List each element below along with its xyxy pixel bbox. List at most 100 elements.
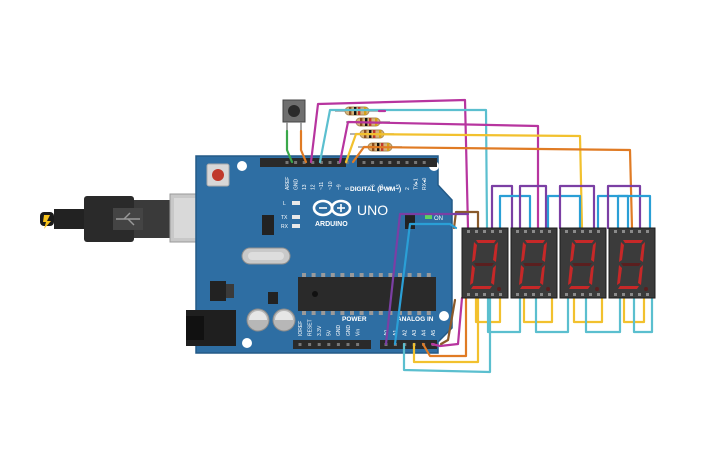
wire xyxy=(572,296,604,324)
dc-power-jack[interactable] xyxy=(186,310,236,346)
pin-label: ~5 xyxy=(379,184,385,190)
analog-pin-label: A2 xyxy=(403,330,409,336)
wire xyxy=(452,210,480,230)
segment xyxy=(570,242,575,262)
header-pin xyxy=(422,161,426,164)
wire xyxy=(309,98,470,230)
power-pin xyxy=(356,343,360,346)
pin-label: ~9 xyxy=(336,184,342,190)
segment xyxy=(471,286,492,289)
power-pin-label: 5V xyxy=(327,329,333,336)
power-pin xyxy=(327,343,331,346)
pin-label: ~6 xyxy=(370,184,376,190)
segment xyxy=(589,265,594,285)
header-pin xyxy=(302,161,306,164)
wire xyxy=(285,129,294,164)
usb-chip xyxy=(262,215,274,235)
wire xyxy=(606,184,642,230)
small-chip xyxy=(405,215,415,229)
seven-segment-display xyxy=(559,227,607,299)
segment xyxy=(640,242,645,262)
wires xyxy=(285,98,654,374)
usb-lightning-icon xyxy=(43,215,51,229)
power-label: POWER xyxy=(342,316,367,323)
power-header xyxy=(293,340,371,349)
seven-segment-display xyxy=(510,227,558,299)
analog-label: ANALOG IN xyxy=(397,316,434,323)
pin-label: RX◂0 xyxy=(422,178,428,190)
power-pin-label: IOREF xyxy=(298,321,304,336)
power-pin-label: Vin xyxy=(355,329,361,336)
header-pin xyxy=(319,161,323,164)
segment xyxy=(591,242,596,262)
wire xyxy=(632,296,654,334)
reset-button[interactable] xyxy=(206,163,230,187)
atmega-microcontroller xyxy=(298,273,436,315)
header-pin xyxy=(388,161,392,164)
on-label: ON xyxy=(434,216,443,222)
digital-label: DIGITAL (PWM~) xyxy=(350,186,401,193)
small-component xyxy=(268,292,278,304)
pin-label: ~3 xyxy=(396,184,402,190)
segment xyxy=(542,242,547,262)
crystal-oscillator xyxy=(241,247,291,265)
mounting-hole xyxy=(237,161,247,171)
wire xyxy=(393,222,458,346)
power-led xyxy=(425,215,432,219)
pin-label: ~10 xyxy=(328,181,334,190)
resistors xyxy=(335,106,402,152)
wire xyxy=(518,184,548,230)
analog-pin-label: A4 xyxy=(421,330,427,336)
segment xyxy=(618,286,639,289)
header-pin xyxy=(294,161,298,164)
header-pin xyxy=(379,161,383,164)
segment xyxy=(568,265,573,285)
status-leds: L TX RX ON xyxy=(281,201,443,230)
wire xyxy=(546,194,582,230)
wire xyxy=(486,296,522,334)
wire xyxy=(318,108,489,230)
capacitors xyxy=(246,308,296,332)
pin-label: 8 xyxy=(345,187,351,190)
brand-label: ARDUINO xyxy=(315,221,348,228)
wire xyxy=(412,296,480,364)
header-pin xyxy=(285,161,289,164)
pin-label: GND xyxy=(293,179,299,191)
power-pin xyxy=(346,343,350,346)
segment xyxy=(521,242,526,262)
digital-pins xyxy=(285,161,426,164)
led-tx-label: TX xyxy=(281,215,288,221)
voltage-regulator xyxy=(210,281,226,301)
seven-segment-displays xyxy=(461,227,656,299)
wire xyxy=(344,132,584,230)
pin-label: 2 xyxy=(405,187,411,190)
wire xyxy=(616,194,652,230)
pin-label: 13 xyxy=(302,184,308,190)
wire xyxy=(299,129,308,164)
pin-label: 4 xyxy=(388,187,394,190)
segment xyxy=(569,286,590,289)
wire xyxy=(498,194,532,230)
wire xyxy=(351,145,634,230)
segment xyxy=(574,240,594,243)
mounting-hole xyxy=(439,311,449,321)
wire xyxy=(490,184,514,230)
analog-pin-label: A5 xyxy=(431,330,437,336)
power-pin xyxy=(308,343,312,346)
push-button[interactable] xyxy=(282,99,306,131)
wire xyxy=(596,194,630,230)
pin-label: AREF xyxy=(285,177,291,190)
segment xyxy=(525,240,545,243)
segment xyxy=(472,242,477,262)
wire xyxy=(338,120,540,230)
header-pin xyxy=(311,161,315,164)
wire xyxy=(430,296,464,348)
header-pin xyxy=(414,161,418,164)
segment xyxy=(520,286,541,289)
power-pin-label: GND xyxy=(336,325,342,337)
wire xyxy=(584,296,622,334)
segment xyxy=(491,265,496,285)
